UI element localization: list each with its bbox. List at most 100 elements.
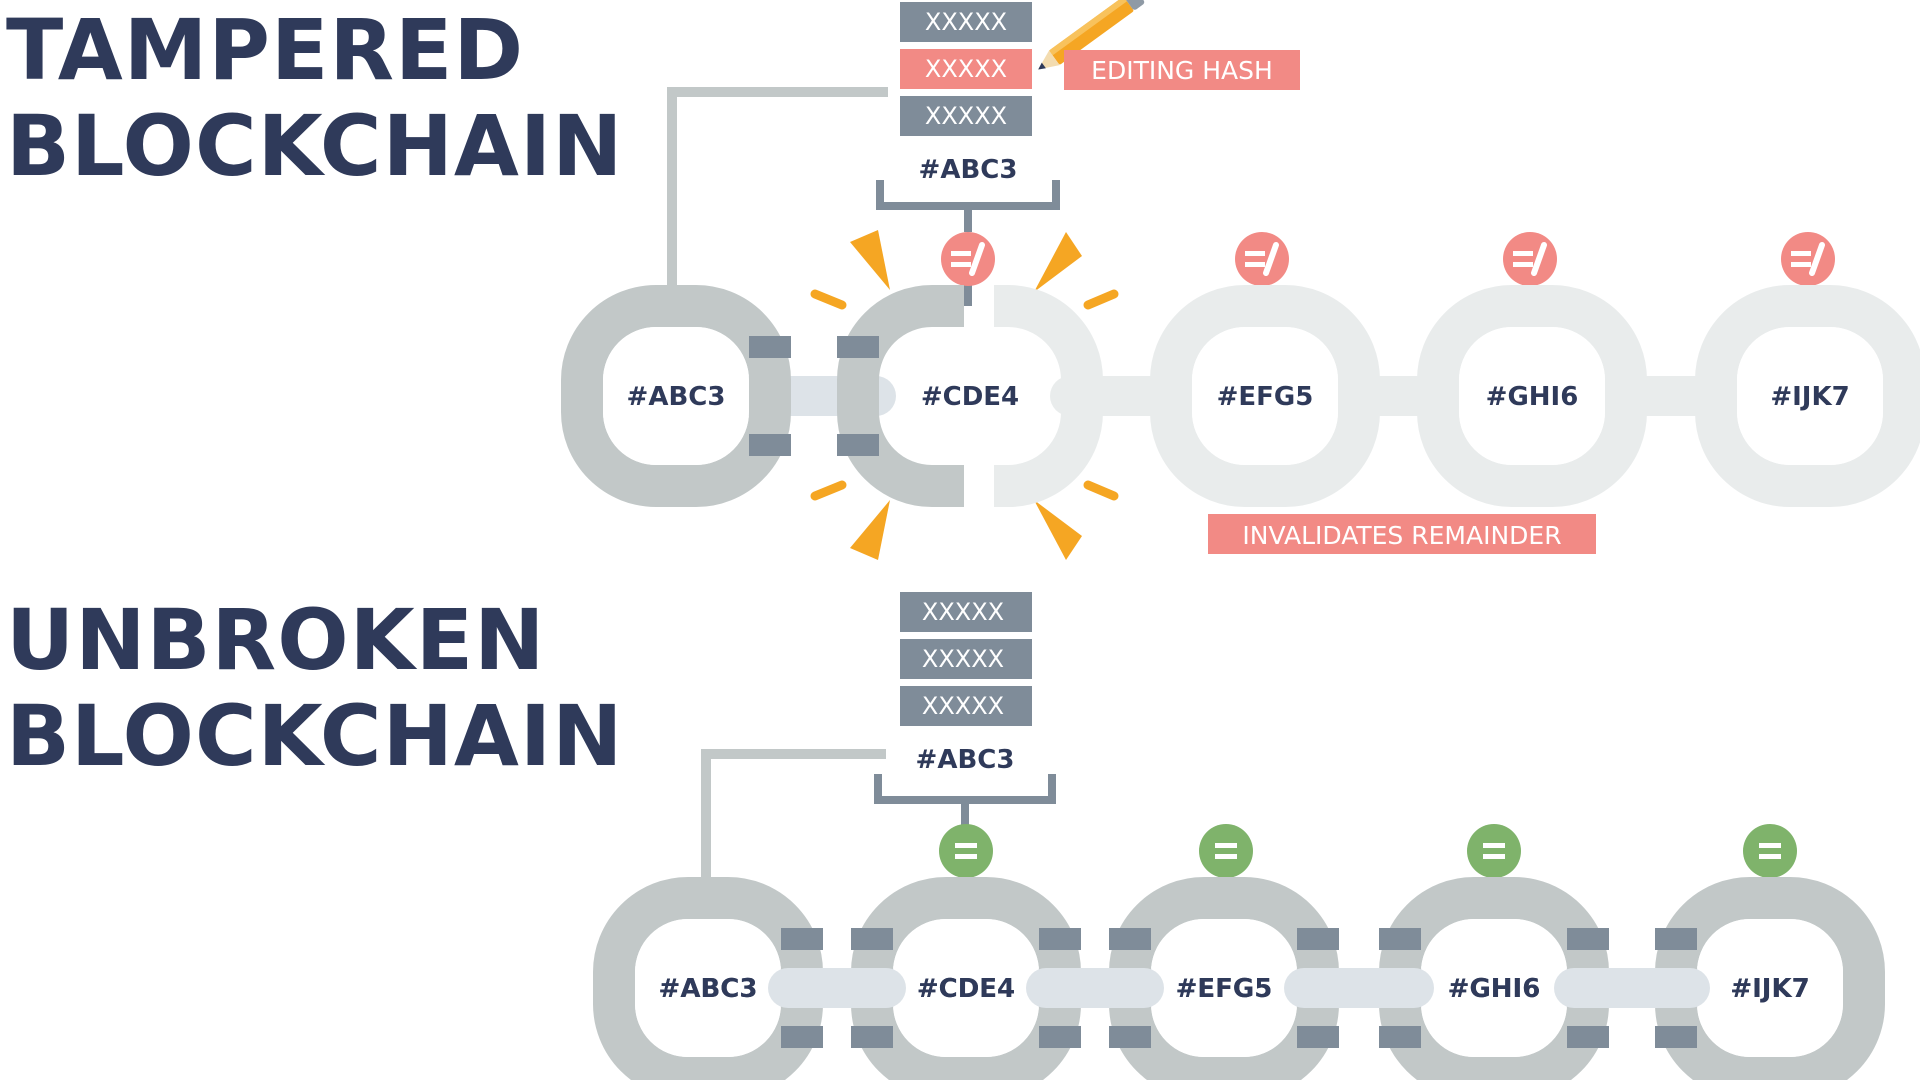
block-row-text: XXXXX bbox=[925, 102, 1007, 130]
chain-link-ring bbox=[1695, 285, 1920, 507]
tampered-block: XXXXX XXXXX XXXXX #ABC3 bbox=[876, 2, 1060, 232]
chain-link: #EFG5 bbox=[1150, 285, 1380, 507]
chain-connector bbox=[1554, 968, 1710, 1008]
unbroken-chain: #ABC3#CDE4#EFG5#GHI6#IJK7#ABC3#CDE4#EFG5… bbox=[593, 877, 1885, 1080]
block-row-text: XXXXX bbox=[922, 598, 1004, 626]
chain-link-ring bbox=[994, 285, 1103, 507]
chain-link-shade bbox=[1039, 1026, 1081, 1048]
chain-link: #ABC3 bbox=[561, 285, 791, 507]
check-badge bbox=[1235, 232, 1289, 286]
unbroken-markers bbox=[939, 824, 1797, 898]
block-row-text: XXXXX bbox=[925, 55, 1007, 83]
block-hash: #ABC3 bbox=[919, 155, 1018, 185]
tampered-title: TAMPERED BLOCKCHAIN bbox=[6, 2, 623, 194]
check-badge bbox=[1781, 232, 1835, 286]
tampered-markers bbox=[941, 232, 1835, 306]
chain-link-shade bbox=[837, 434, 879, 456]
spark bbox=[1083, 289, 1119, 310]
block-bracket bbox=[874, 774, 1056, 804]
block-hash: #ABC3 bbox=[916, 745, 1015, 775]
block-row-text: XXXXX bbox=[925, 8, 1007, 36]
chain-link-ring bbox=[837, 285, 964, 507]
block-row bbox=[900, 686, 1032, 726]
invalidates-remainder-label: INVALIDATES REMAINDER bbox=[1242, 521, 1561, 550]
spark bbox=[1083, 480, 1119, 501]
not-equal-icon bbox=[941, 232, 995, 306]
chain-link-shade bbox=[1567, 928, 1609, 950]
chain-link bbox=[994, 285, 1103, 507]
chain-link-label: #CDE4 bbox=[917, 974, 1015, 1004]
chain-link-shade bbox=[1297, 928, 1339, 950]
spark bbox=[810, 480, 847, 501]
editing-hash-badge bbox=[1064, 50, 1300, 90]
check-badge bbox=[1199, 824, 1253, 878]
break-sparks bbox=[810, 230, 1119, 560]
chain-connector bbox=[1284, 968, 1434, 1008]
block-row bbox=[900, 639, 1032, 679]
check-badge bbox=[939, 824, 993, 878]
chain-link-label: #GHI6 bbox=[1486, 382, 1579, 412]
chain-link-shade bbox=[749, 434, 791, 456]
chain-link-label: #ABC3 bbox=[659, 974, 758, 1004]
unbroken-title-line2: BLOCKCHAIN bbox=[6, 687, 624, 785]
chain-link-shade bbox=[749, 336, 791, 358]
block-row-text: XXXXX bbox=[922, 645, 1004, 673]
block-row-text: XXXXX bbox=[922, 692, 1004, 720]
chain-link-label: #CDE4 bbox=[917, 974, 1015, 1004]
spark bbox=[1034, 500, 1082, 560]
check-badge bbox=[941, 232, 995, 286]
chain-link-label: #ABC3 bbox=[627, 382, 726, 412]
chain-link-shade bbox=[781, 1026, 823, 1048]
chain-link-shade bbox=[1109, 1026, 1151, 1048]
block-row bbox=[900, 2, 1032, 42]
tampered-section: XXXXX XXXXX XXXXX #ABC3 EDITING HASH bbox=[561, 0, 1920, 560]
chain-link-label: #IJK7 bbox=[1770, 382, 1849, 412]
editing-hash-label: EDITING HASH bbox=[1091, 56, 1273, 85]
block-row bbox=[900, 592, 1032, 632]
chain-link-label: #GHI6 bbox=[1448, 974, 1541, 1004]
unbroken-section: XXXXX XXXXX XXXXX #ABC3 #ABC3 #CDE4 #EFG5 #… bbox=[593, 592, 1885, 1080]
chain-link-shade bbox=[851, 1026, 893, 1048]
chain-link: #EFG5 bbox=[1109, 877, 1339, 1080]
spark bbox=[810, 289, 847, 310]
chain-link-label: #EFG5 bbox=[1176, 974, 1273, 1004]
block-row bbox=[900, 96, 1032, 136]
tampered-block-connector bbox=[667, 87, 888, 305]
chain-link: #IJK7 bbox=[1695, 285, 1920, 507]
spark bbox=[850, 500, 890, 560]
chain-link-shade bbox=[837, 336, 879, 358]
chain-link-label: #CDE4 bbox=[921, 382, 1019, 412]
chain-link-shade bbox=[1655, 928, 1697, 950]
chain-link-label: #IJK7 bbox=[1730, 974, 1809, 1004]
chain-link-shade bbox=[1655, 1026, 1697, 1048]
tampered-title-line2: BLOCKCHAIN bbox=[6, 97, 624, 195]
spark bbox=[850, 230, 890, 290]
chain-link-ring bbox=[1150, 285, 1380, 507]
chain-link-shade bbox=[1109, 928, 1151, 950]
chain-link-label: #ABC3 bbox=[659, 974, 758, 1004]
chain-link-shade bbox=[1039, 928, 1081, 950]
spark bbox=[1034, 232, 1082, 292]
chain-link-shade bbox=[781, 928, 823, 950]
check-badge bbox=[1467, 824, 1521, 878]
unbroken-block: XXXXX XXXXX XXXXX #ABC3 bbox=[874, 592, 1056, 826]
chain-link-ring bbox=[1417, 285, 1647, 507]
chain-link bbox=[837, 285, 964, 507]
unbroken-title-line1: UNBROKEN bbox=[6, 591, 546, 689]
check-badge bbox=[1503, 232, 1557, 286]
chain-link-label: #EFG5 bbox=[1176, 974, 1273, 1004]
chain-link-label: #EFG5 bbox=[1217, 382, 1314, 412]
chain-link-label: #GHI6 bbox=[1448, 974, 1541, 1004]
chain-link-shade bbox=[1567, 1026, 1609, 1048]
chain-connector bbox=[768, 968, 906, 1008]
pencil-icon bbox=[1038, 0, 1145, 70]
check-badge bbox=[1743, 824, 1797, 878]
tampered-title-line1: TAMPERED bbox=[6, 1, 525, 99]
chain-link-shade bbox=[1379, 928, 1421, 950]
chain-link-shade bbox=[851, 928, 893, 950]
unbroken-block-connector bbox=[701, 749, 886, 898]
chain-link-shade bbox=[1379, 1026, 1421, 1048]
chain-link-ring bbox=[561, 285, 791, 507]
chain-link: #GHI6 bbox=[1417, 285, 1647, 507]
